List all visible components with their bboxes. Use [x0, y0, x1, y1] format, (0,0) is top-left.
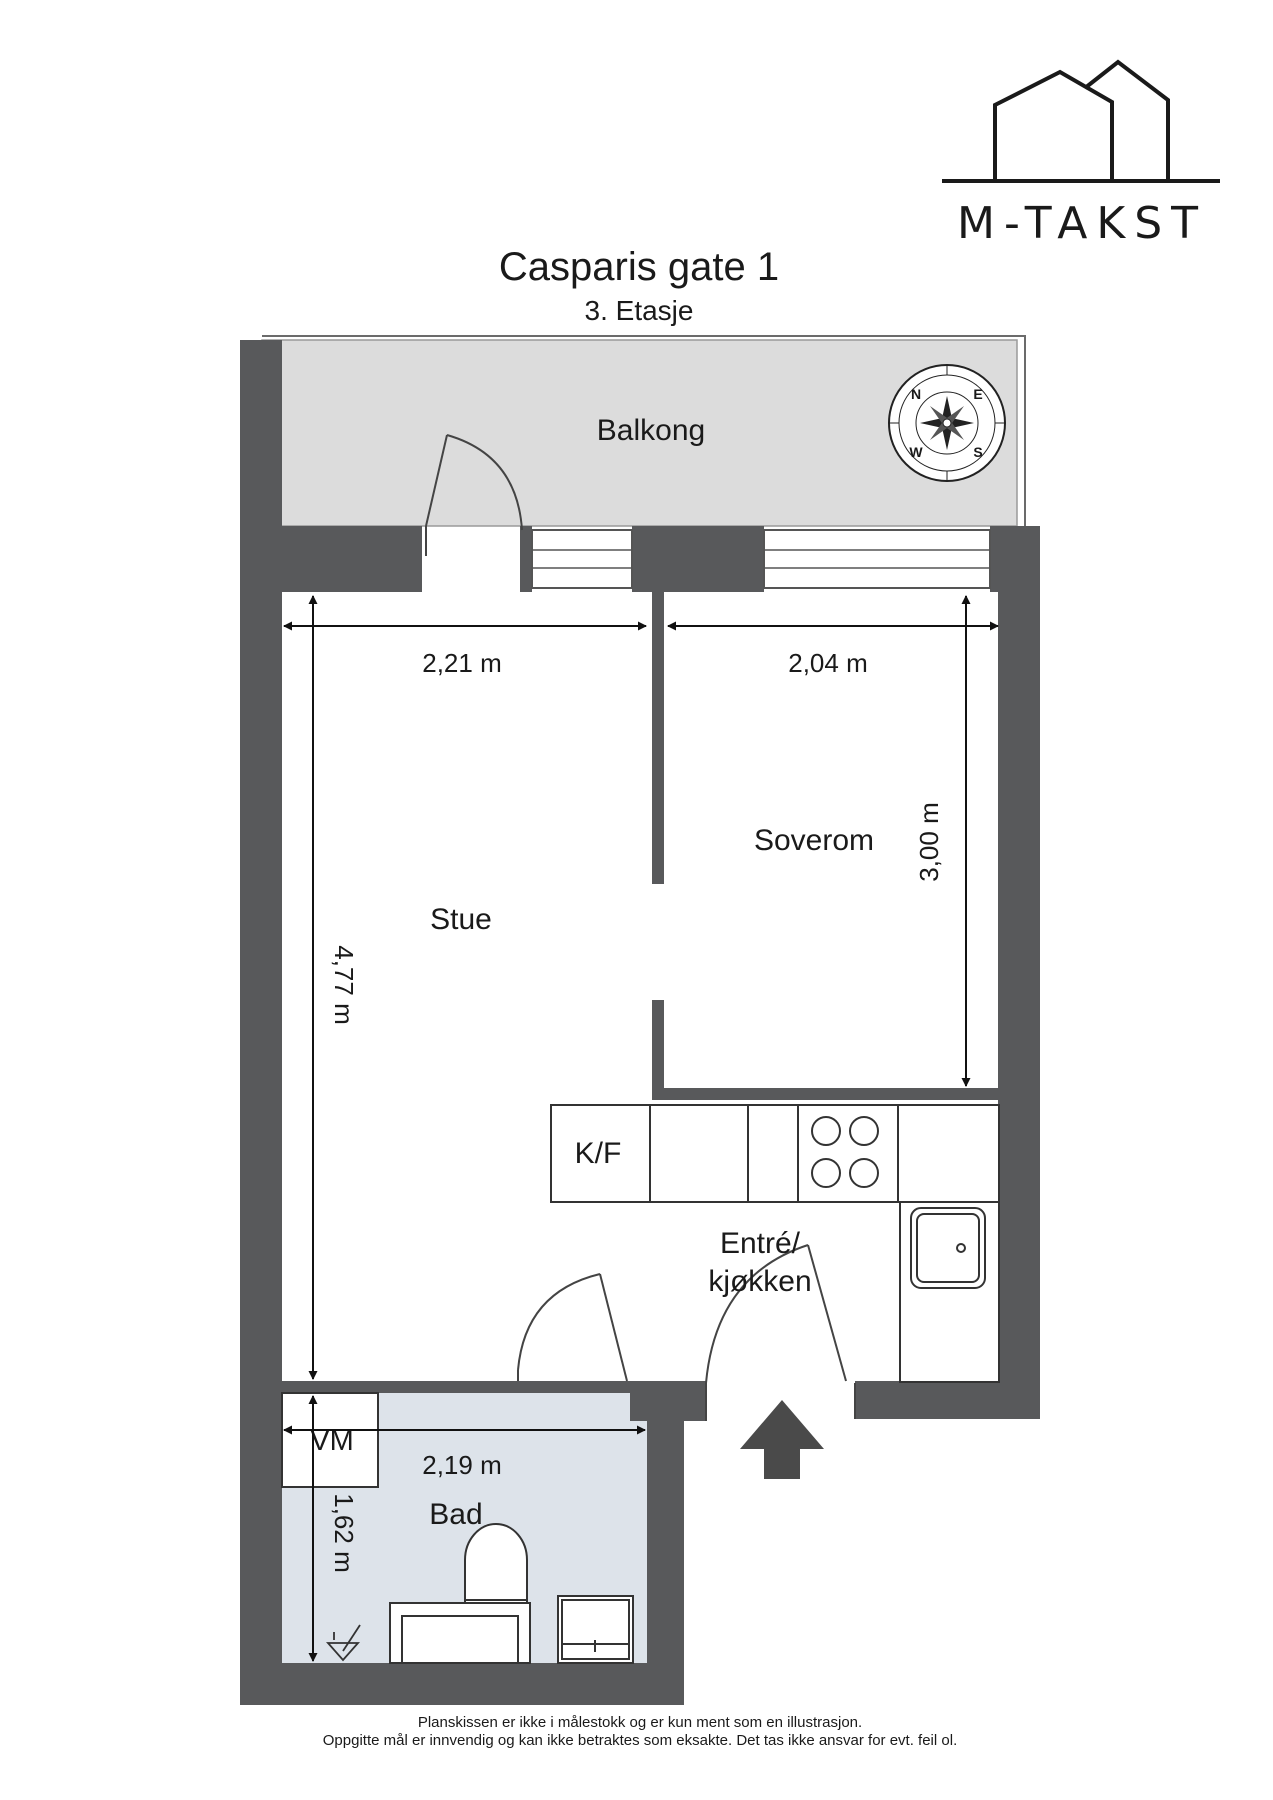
dimension-living-width: 2,21 m — [422, 648, 502, 678]
entrance-arrow — [740, 1400, 824, 1479]
compass-w: W — [909, 444, 923, 460]
floor-label: 3. Etasje — [585, 295, 694, 326]
dimension-lines — [283, 595, 999, 1662]
washing-machine — [281, 1392, 379, 1488]
room-label-balcony: Balkong — [597, 414, 705, 447]
disclaimer-line-1: Planskissen er ikke i målestokk og er ku… — [418, 1714, 862, 1731]
window-left — [531, 529, 633, 589]
window-right — [763, 529, 991, 589]
compass-icon: N E S W — [888, 364, 1006, 482]
compass-e: E — [973, 386, 982, 402]
disclaimer-line-2: Oppgitte mål er innvendig og kan ikke be… — [323, 1732, 957, 1749]
balcony-door — [422, 434, 523, 592]
bathroom-door — [517, 1273, 628, 1382]
dimension-bath-length: 1,62 m — [329, 1493, 359, 1573]
room-label-entry-line1: Entré/ — [720, 1227, 801, 1260]
room-label-entry-line2: kjøkken — [708, 1265, 811, 1298]
walls — [240, 340, 1040, 1705]
logo-house-outline — [993, 69, 1114, 180]
logo-house-outline-back — [1083, 59, 1170, 180]
entrance-door — [705, 1244, 856, 1421]
logo-text: M-TAKST — [957, 198, 1207, 249]
dimension-bath-width: 2,19 m — [422, 1450, 502, 1480]
room-label-bath: Bad — [429, 1498, 482, 1531]
kitchen-sink — [910, 1207, 986, 1289]
page-title: Casparis gate 1 — [499, 245, 779, 289]
compass-n: N — [911, 386, 921, 402]
m-takst-logo — [942, 59, 1220, 183]
vanity — [389, 1602, 531, 1664]
dimension-living-length: 4,77 m — [329, 945, 359, 1025]
shower — [557, 1595, 634, 1664]
balcony-railing — [262, 335, 1026, 526]
compass-s: S — [973, 444, 982, 460]
dimension-bedroom-width: 2,04 m — [788, 648, 868, 678]
toilet — [464, 1523, 528, 1610]
stove — [811, 1116, 879, 1188]
room-label-living: Stue — [430, 903, 492, 936]
floor-drain — [326, 1624, 361, 1662]
dimension-bedroom-length: 3,00 m — [914, 802, 944, 882]
room-label-bedroom: Soverom — [754, 824, 874, 857]
fridge-label: K/F — [575, 1137, 622, 1170]
